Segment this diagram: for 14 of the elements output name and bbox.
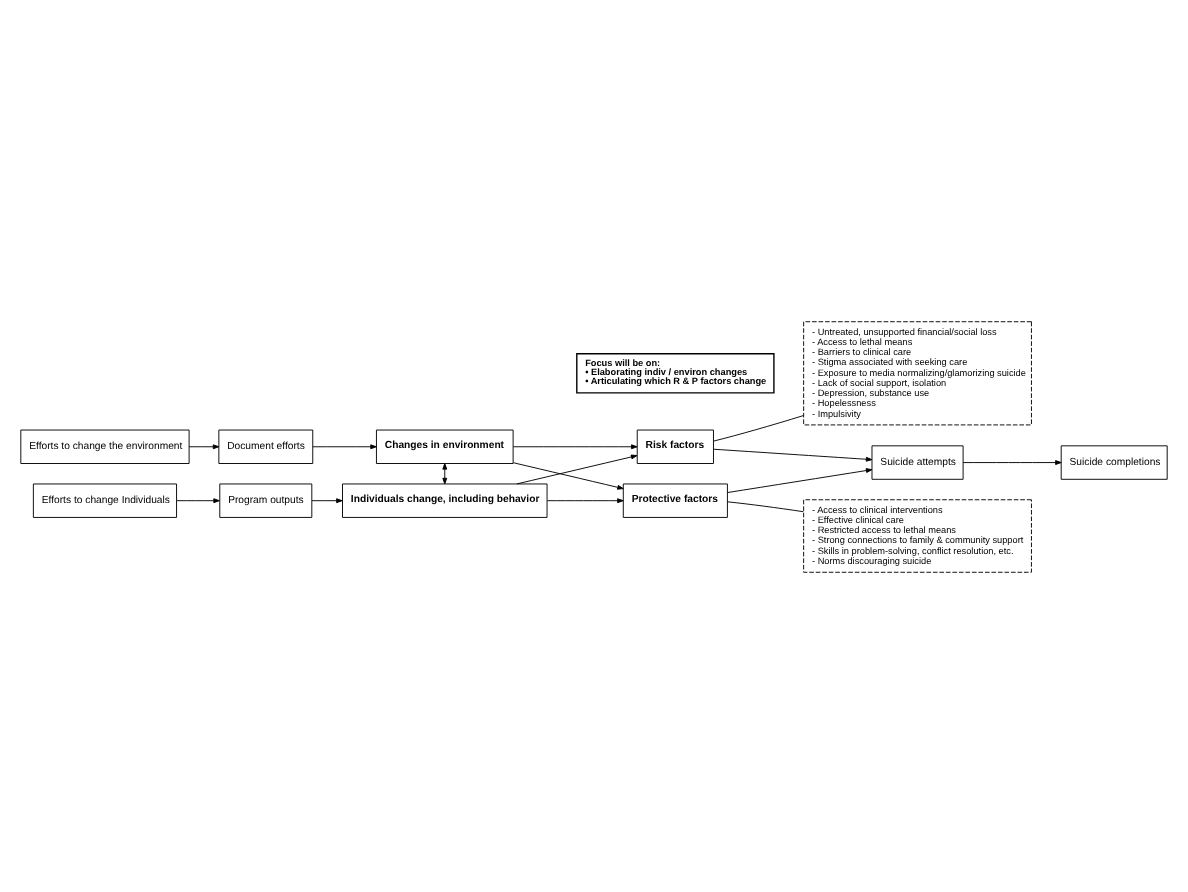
- arrow: [442, 462, 448, 484]
- arrow: [512, 443, 638, 449]
- arrow: [311, 497, 343, 503]
- arrow: [176, 497, 220, 503]
- arrow: [312, 443, 377, 449]
- connector: [727, 500, 804, 512]
- connector: [713, 414, 804, 441]
- arrow: [188, 443, 220, 449]
- arrow: [727, 467, 873, 493]
- arrow: [516, 453, 638, 484]
- arrow: [962, 459, 1062, 464]
- arrow: [713, 447, 873, 461]
- arrow: [546, 497, 624, 503]
- arrow: [512, 461, 624, 489]
